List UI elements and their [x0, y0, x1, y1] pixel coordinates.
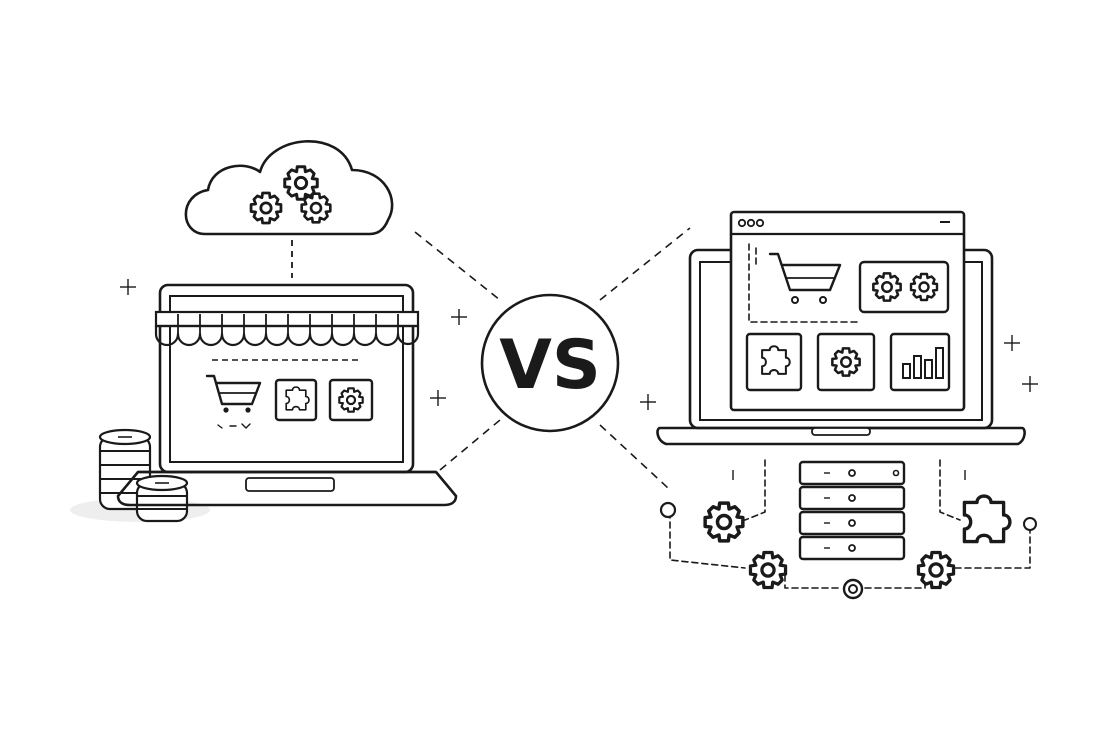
- cart-icon: [768, 252, 842, 304]
- vs-label: VS: [499, 326, 601, 405]
- node-icon: [1023, 517, 1037, 531]
- puzzle-icon: [761, 345, 791, 375]
- right-scene: [656, 210, 1037, 600]
- network-lines: [669, 459, 1031, 589]
- gears-icon-2: [909, 272, 939, 302]
- laptop-storefront-icon: [116, 283, 458, 507]
- coin-stacks-icon: [70, 428, 210, 523]
- gear-icon: [338, 387, 364, 413]
- gear-icon: [703, 501, 745, 543]
- gear-icon: [831, 347, 861, 377]
- left-scene: [70, 139, 458, 523]
- cloud-gears-icon: [184, 139, 394, 236]
- node-icon: [659, 501, 677, 519]
- puzzle-icon: [962, 494, 1012, 544]
- gear-icon: [916, 550, 956, 590]
- gear-icon: [748, 550, 788, 590]
- puzzle-icon: [285, 386, 310, 411]
- bar-chart-icon: [902, 347, 944, 379]
- store-awning-icon: [154, 310, 420, 347]
- node-icon: [848, 584, 858, 594]
- vs-badge: VS: [480, 293, 620, 433]
- browser-window-icon: [729, 210, 966, 412]
- server-rack-icon: [798, 460, 906, 561]
- cart-icon: [205, 374, 262, 413]
- vs-connector-lines: [414, 227, 691, 489]
- gears-icon: [872, 272, 902, 302]
